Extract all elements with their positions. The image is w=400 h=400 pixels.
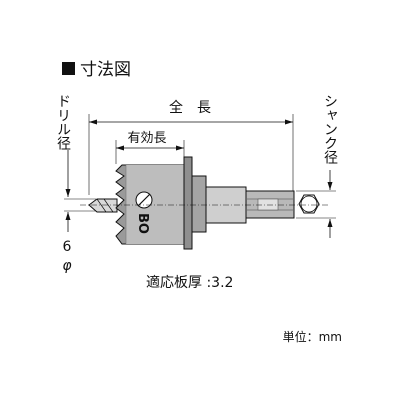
hole-saw-illustration: BO [88, 156, 320, 250]
overall-length-label: 全 長 [169, 99, 211, 116]
drill-size-label: 6 [63, 239, 72, 255]
overall-length-dimension [88, 114, 294, 195]
brand-text: BO [135, 213, 150, 234]
plate-thickness-label: 適応板厚 :3.2 [146, 274, 233, 291]
effective-length-dimension [115, 140, 185, 164]
section-title: 寸法図 [80, 60, 131, 80]
drill-diameter-label: ドリル径 [55, 94, 71, 150]
unit-label: 単位：mm [283, 329, 342, 344]
effective-length-label: 有効長 [127, 131, 166, 146]
drill-diameter-dimension [64, 150, 96, 232]
shank-diameter-label: シャンク径 [322, 94, 338, 164]
title-square-icon [62, 62, 75, 75]
phi-symbol: φ [62, 258, 72, 274]
hex-shank-end-view [298, 194, 320, 214]
shank-diameter-dimension [296, 170, 336, 238]
